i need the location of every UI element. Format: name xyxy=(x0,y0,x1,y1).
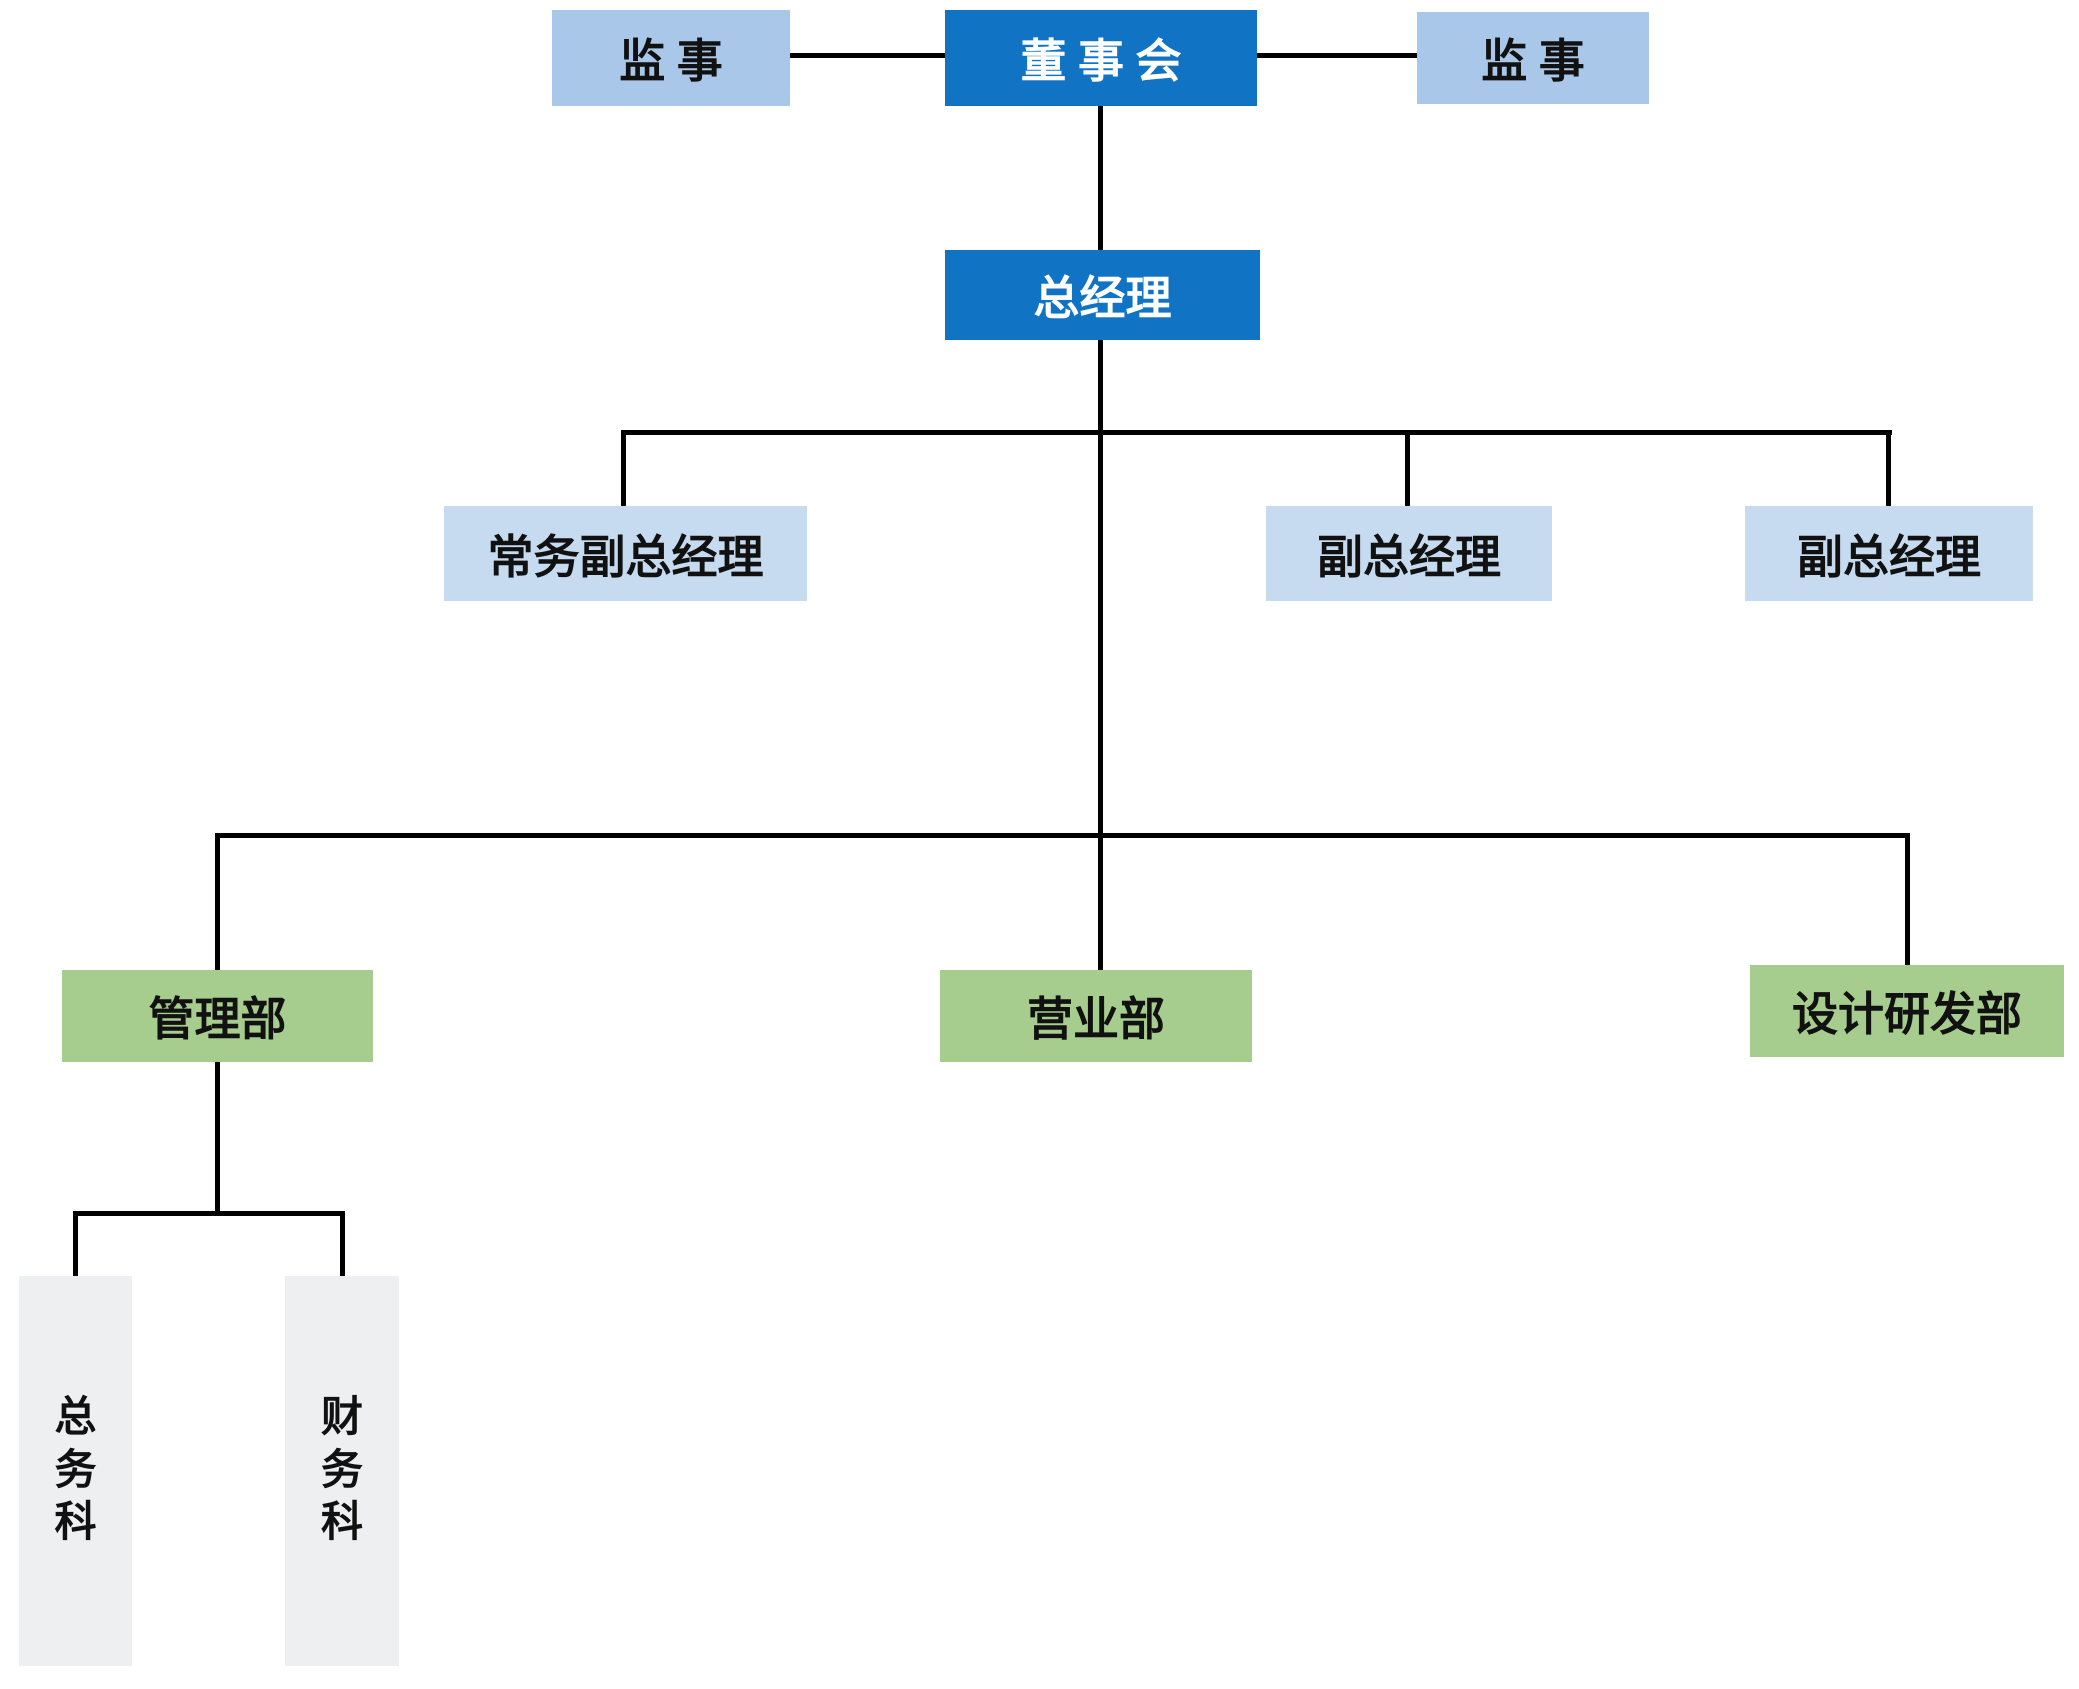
node-finance-section: 财 务 科 xyxy=(285,1276,399,1666)
connector-board-to-general-manager xyxy=(1098,106,1103,250)
node-sales-department: 营业部 xyxy=(940,970,1252,1062)
node-design-rd-department: 设计研发部 xyxy=(1750,965,2064,1057)
connector-management-dept-to-bus3 xyxy=(215,1062,220,1215)
node-deputy-general-manager-2: 副总经理 xyxy=(1745,506,2033,601)
node-supervisor-right: 监 事 xyxy=(1417,12,1649,104)
connector-board-to-supervisor-right xyxy=(1257,53,1417,58)
node-supervisor-left: 监 事 xyxy=(552,10,790,106)
node-executive-deputy-general-manager: 常务副总经理 xyxy=(444,506,807,601)
connector-bus-level4 xyxy=(215,833,1910,838)
node-general-affairs-section: 总 务 科 xyxy=(19,1276,132,1666)
connector-bus2-to-design-rd-dept xyxy=(1905,833,1910,965)
connector-bus1-to-deputy-gm-2 xyxy=(1886,430,1891,506)
connector-bus1-to-deputy-gm-1 xyxy=(1405,430,1410,506)
connector-bus1-to-exec-deputy-gm xyxy=(621,430,626,506)
node-board-of-directors: 董 事 会 xyxy=(945,10,1257,106)
connector-supervisor-left-to-board xyxy=(790,53,945,58)
connector-bus-level3 xyxy=(621,430,1892,435)
connector-bus3-to-finance xyxy=(340,1211,345,1276)
connector-bus3-to-general-affairs xyxy=(73,1211,78,1276)
node-management-department: 管理部 xyxy=(62,970,373,1062)
connector-bus2-to-management-dept xyxy=(215,833,220,970)
node-general-manager: 总经理 xyxy=(945,250,1260,340)
node-deputy-general-manager-1: 副总经理 xyxy=(1266,506,1552,601)
connector-bus-level5 xyxy=(73,1211,345,1216)
connector-general-manager-trunk xyxy=(1098,340,1103,970)
